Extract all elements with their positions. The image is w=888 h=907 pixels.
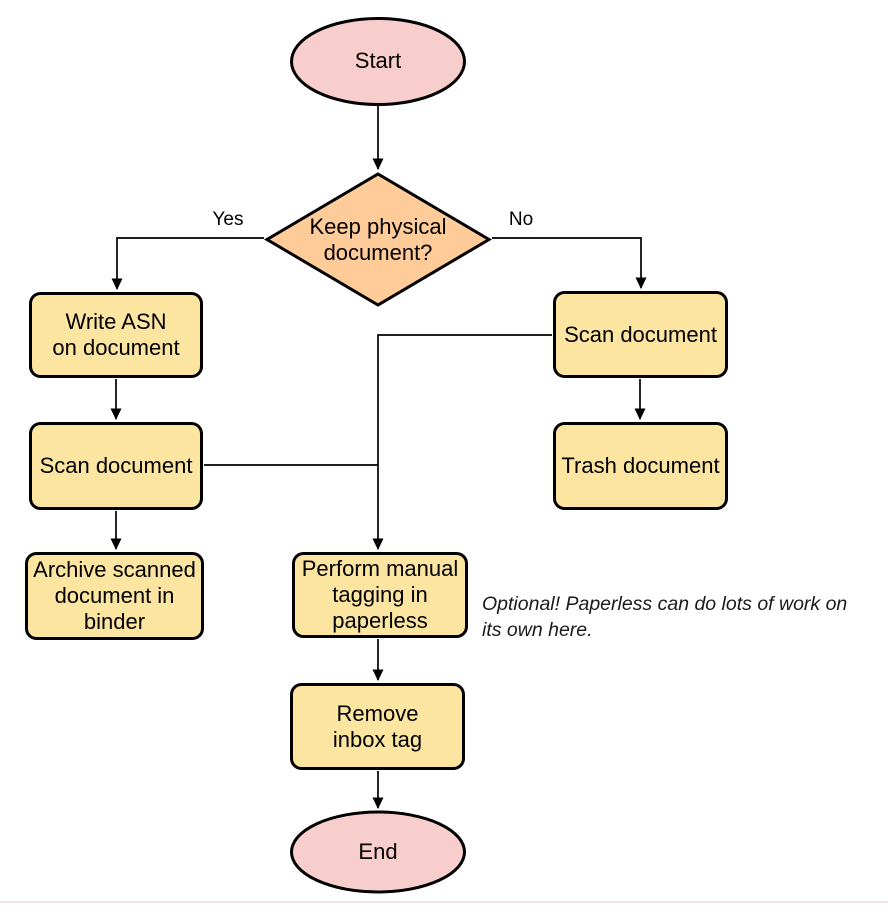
remove-inbox-node-label: Remove inbox tag — [332, 700, 423, 752]
end-node-label: End — [358, 839, 398, 864]
end-node-shape — [290, 810, 466, 894]
optional-annotation-text: Optional! Paperless can do lots of work … — [482, 593, 848, 641]
edges — [110, 106, 647, 809]
archive-node-label: Archive scanned document in binder — [33, 557, 196, 634]
page-bottom-border — [0, 901, 888, 903]
write-asn-node-label: Write ASN on document — [52, 309, 180, 360]
node-shapes — [25, 17, 728, 894]
decision-node-label: Keep physical document? — [309, 213, 447, 265]
decision-node-shape — [264, 172, 492, 307]
trash-node-shape — [553, 422, 728, 510]
scan-right-node-label: Scan document — [564, 321, 717, 347]
start-node-shape — [290, 17, 466, 106]
archive-node-shape — [25, 552, 204, 640]
edge-decision-yes-to-write-asn — [111, 237, 264, 290]
edge-label-no: No — [508, 209, 534, 230]
remove-inbox-node-shape — [290, 683, 465, 770]
tagging-node-label: Perform manual tagging in paperless — [301, 556, 459, 633]
write-asn-node-shape — [29, 292, 203, 378]
edge-scan-right-to-tagging — [372, 334, 552, 550]
scan-right-node-shape — [553, 291, 728, 378]
edge-decision-no-to-scan-right — [492, 237, 647, 289]
trash-node-label: Trash document — [561, 453, 720, 478]
start-node-label: Start — [354, 48, 402, 73]
edge-label-yes: Yes — [212, 209, 244, 230]
scan-left-node-shape — [29, 422, 203, 510]
scan-left-node-label: Scan document — [39, 453, 193, 478]
tagging-node-shape — [292, 552, 468, 638]
